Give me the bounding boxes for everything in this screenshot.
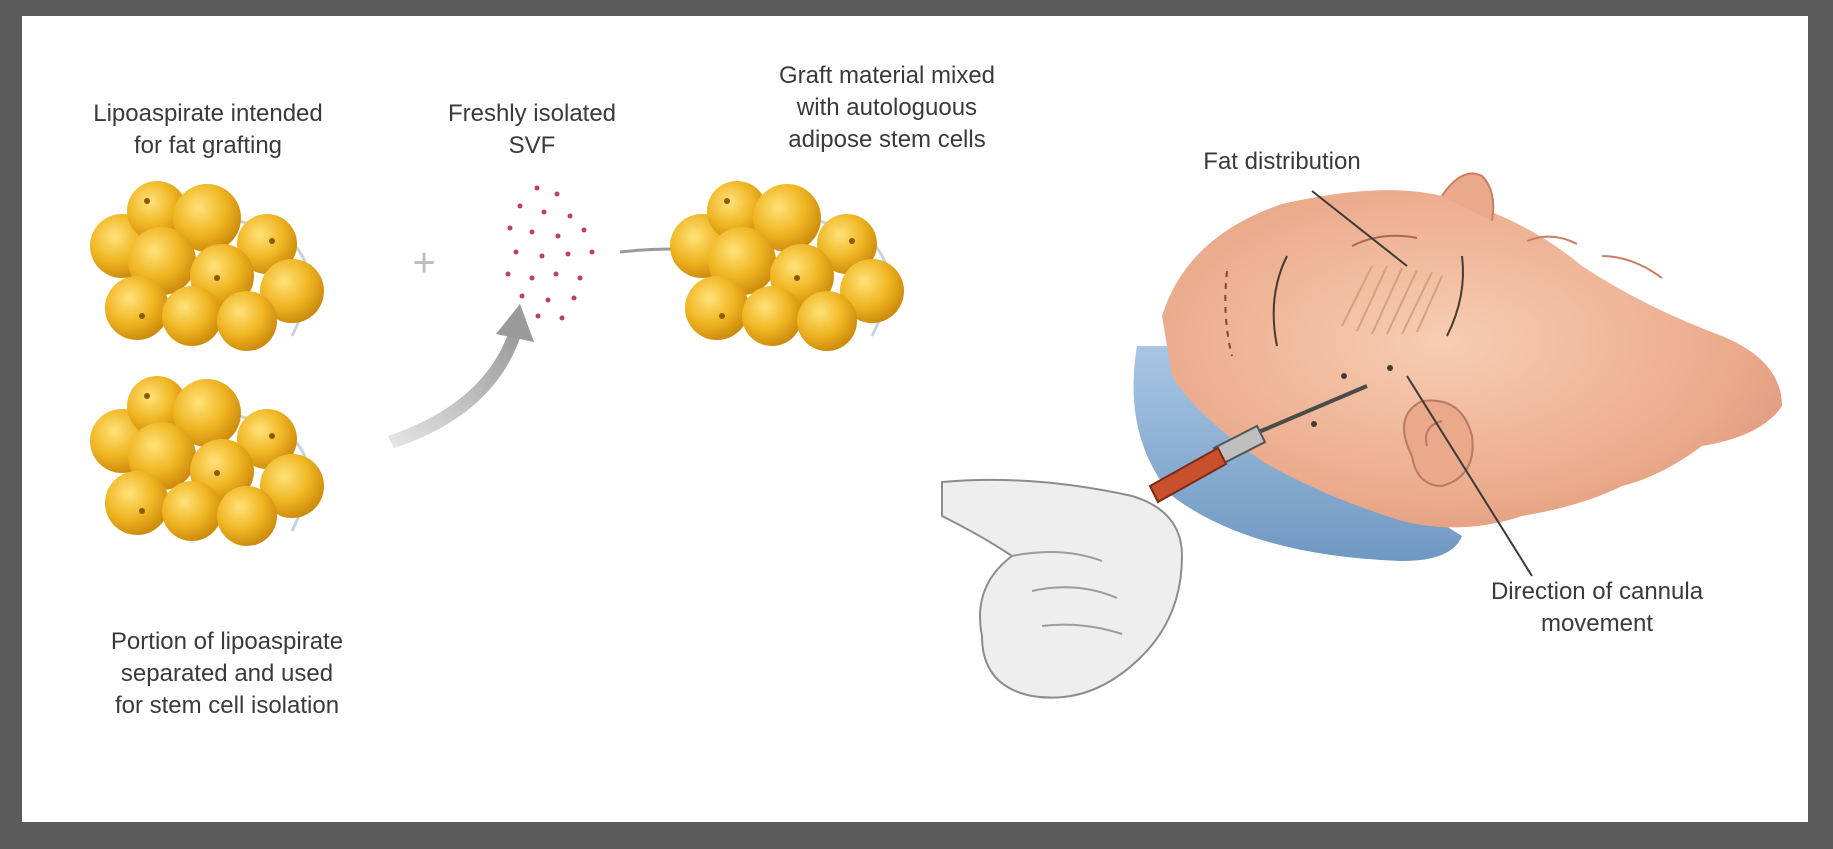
fat-cluster-icon xyxy=(90,376,324,546)
label-fat-distribution: Fat distribution xyxy=(1172,146,1392,178)
label-cannula-direction: Direction of cannula movement xyxy=(1442,576,1752,640)
fat-cluster-icon xyxy=(90,181,324,351)
face-illustration-icon xyxy=(1134,174,1782,562)
svf-cells-icon xyxy=(506,186,595,321)
diagram-panel: + xyxy=(22,16,1808,822)
fat-cluster-icon xyxy=(670,181,904,351)
label-portion: Portion of lipoaspirate separated and us… xyxy=(62,626,392,722)
label-lipoaspirate: Lipoaspirate intended for fat grafting xyxy=(58,98,358,162)
curved-arrow-icon xyxy=(388,304,534,448)
label-graft: Graft material mixed with autologuous ad… xyxy=(727,60,1047,156)
plus-sign: + xyxy=(412,241,435,285)
label-svf: Freshly isolated SVF xyxy=(417,98,647,162)
gloved-hand-icon xyxy=(942,480,1182,698)
